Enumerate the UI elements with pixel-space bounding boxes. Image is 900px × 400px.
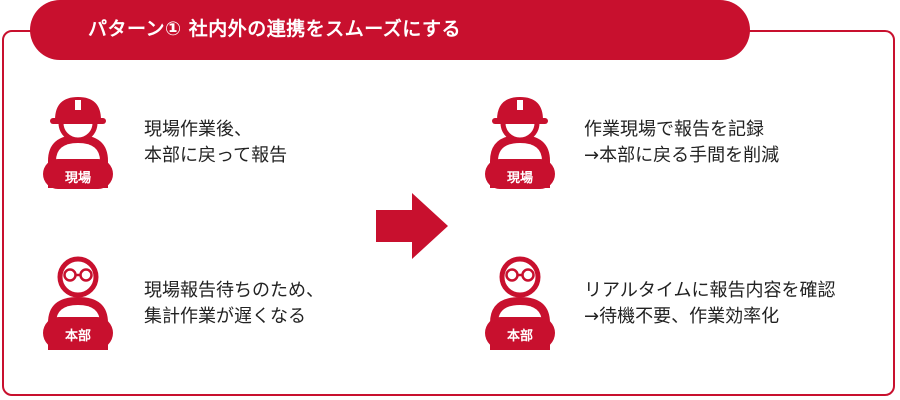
after-site-description: 作業現場で報告を記録 →本部に戻る手間を削減 bbox=[584, 117, 779, 169]
after-hq-line-1: リアルタイムに報告内容を確認 bbox=[584, 280, 836, 301]
before-site-line-2: 本部に戻って報告 bbox=[144, 145, 288, 166]
hq-badge-label: 本部 bbox=[64, 329, 91, 344]
after-hq-description: リアルタイムに報告内容を確認 →待機不要、作業効率化 bbox=[584, 278, 835, 330]
before-hq-description: 現場報告待ちのため、 集計作業が遅くなる bbox=[144, 278, 324, 330]
after-site-line-2: →本部に戻る手間を削減 bbox=[584, 145, 780, 166]
site-badge-label: 現場 bbox=[64, 171, 91, 186]
pattern-frame bbox=[2, 30, 895, 396]
before-hq-line-1: 現場報告待ちのため、 bbox=[144, 280, 324, 301]
site-worker-icon: 現場 bbox=[38, 93, 118, 193]
page-title: パターン① 社内外の連携をスムーズにする bbox=[88, 18, 461, 40]
header-tab: パターン① 社内外の連携をスムーズにする bbox=[30, 0, 750, 60]
site-badge-label-after: 現場 bbox=[506, 171, 533, 186]
before-site-line-1: 現場作業後、 bbox=[144, 119, 252, 140]
after-site-line-1: 作業現場で報告を記録 bbox=[584, 119, 764, 140]
before-site-description: 現場作業後、 本部に戻って報告 bbox=[144, 117, 287, 169]
hq-worker-icon: 本部 bbox=[38, 255, 118, 355]
before-hq-line-2: 集計作業が遅くなる bbox=[144, 306, 306, 327]
after-hq-line-2: →待機不要、作業効率化 bbox=[584, 306, 780, 327]
site-worker-icon-after: 現場 bbox=[480, 93, 560, 193]
hq-badge-label-after: 本部 bbox=[506, 329, 533, 344]
hq-worker-icon-after: 本部 bbox=[480, 255, 560, 355]
transition-arrow-icon bbox=[376, 193, 448, 263]
